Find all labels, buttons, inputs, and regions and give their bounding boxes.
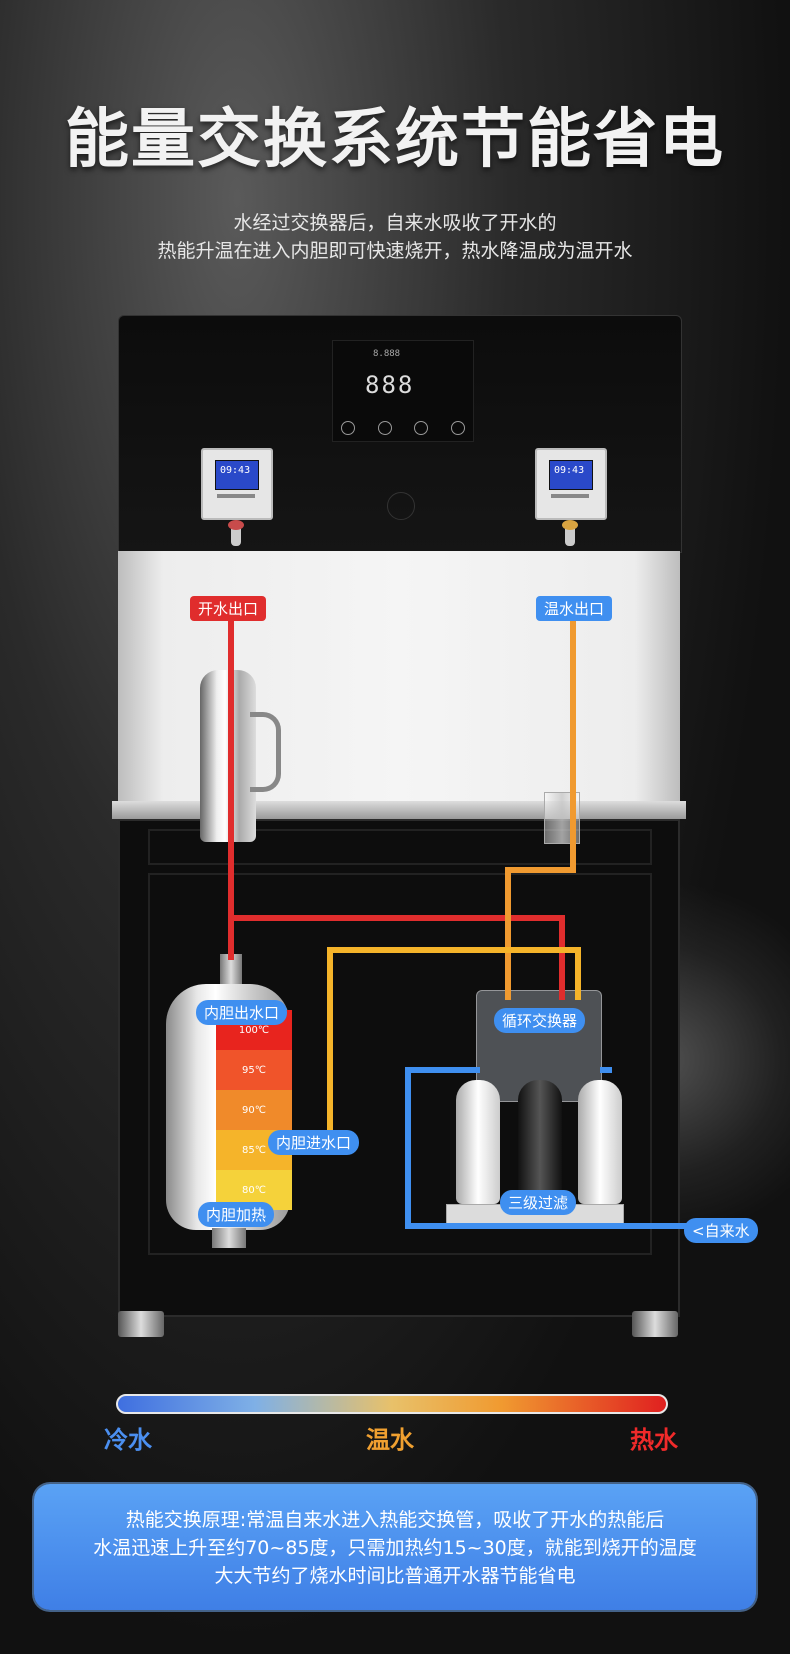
lower-cabinet-top-panel bbox=[148, 829, 652, 865]
thermos-handle bbox=[250, 712, 281, 792]
tank-inlet-label: 内胆进水口 bbox=[268, 1130, 360, 1155]
hot-tap-screen: 09:43 bbox=[215, 460, 259, 490]
warm-water-label: 温水 bbox=[366, 1426, 414, 1454]
hot-pipe bbox=[228, 606, 565, 1000]
filter-3 bbox=[578, 1080, 622, 1204]
hot-outlet-label: 开水出口 bbox=[190, 596, 267, 621]
hot-tap-panel[interactable]: 09:43 bbox=[201, 448, 273, 520]
warm-tap-panel[interactable]: 09:43 bbox=[535, 448, 607, 520]
display-buttons bbox=[341, 421, 465, 435]
brand-logo bbox=[387, 492, 415, 520]
subtitle-line-2: 热能升温在进入内胆即可快速烧开，热水降温成为温开水 bbox=[157, 240, 633, 262]
temp-level-95: 95℃ bbox=[216, 1050, 292, 1090]
panel-button-1[interactable] bbox=[341, 421, 355, 435]
warm-tap-bar bbox=[551, 494, 589, 498]
principle-info-box: 热能交换原理:常温自来水进入热能交换管，吸收了开水的热能后 水温迅速上升至约70… bbox=[34, 1484, 756, 1610]
panel-button-4[interactable] bbox=[450, 421, 465, 435]
main-display: 8.888 888 bbox=[332, 340, 474, 442]
tank-inlet-pipe bbox=[290, 947, 581, 1143]
page-title: 能量交换系统节能省电 bbox=[65, 103, 725, 177]
cold-water-label: 冷水 bbox=[104, 1426, 152, 1454]
cold-pipe bbox=[405, 1067, 690, 1229]
lower-cabinet-inner bbox=[148, 873, 652, 1255]
panel-button-2[interactable] bbox=[377, 421, 392, 435]
tank-heating-label: 内胆加热 bbox=[198, 1202, 275, 1227]
hot-water-label: 热水 bbox=[630, 1426, 678, 1454]
temperature-gradient-bar bbox=[116, 1394, 668, 1414]
tank-top-valve bbox=[220, 954, 242, 988]
warm-pipe bbox=[505, 606, 576, 1000]
warm-nozzle bbox=[562, 520, 578, 546]
tank-bottom-valve bbox=[212, 1228, 246, 1248]
tap-water-label: <自来水 bbox=[684, 1218, 758, 1243]
display-main-readout: 888 bbox=[365, 371, 415, 399]
panel-button-3[interactable] bbox=[414, 421, 429, 435]
warm-tap-time: 09:43 bbox=[554, 465, 585, 476]
water-dispenser: 8.888 888 09:43 09:43 bbox=[112, 315, 686, 1337]
warm-tap-screen: 09:43 bbox=[549, 460, 593, 490]
filter-1 bbox=[456, 1080, 500, 1204]
filter-label: 三级过滤 bbox=[500, 1190, 577, 1215]
right-foot bbox=[632, 1311, 678, 1337]
temp-level-90: 90℃ bbox=[216, 1090, 292, 1130]
control-panel: 8.888 888 09:43 09:43 bbox=[118, 315, 682, 553]
info-line-1: 热能交换原理:常温自来水进入热能交换管，吸收了开水的热能后 bbox=[125, 1509, 665, 1531]
tank-outlet-label: 内胆出水口 bbox=[196, 1000, 288, 1025]
subtitle-line-1: 水经过交换器后，自来水吸收了开水的 bbox=[233, 212, 557, 234]
hot-nozzle bbox=[228, 520, 244, 546]
info-line-3: 大大节约了烧水时间比普通开水器节能省电 bbox=[214, 1565, 576, 1587]
filter-2 bbox=[518, 1080, 562, 1204]
left-foot bbox=[118, 1311, 164, 1337]
warm-outlet-label: 温水出口 bbox=[536, 596, 613, 621]
hot-tap-bar bbox=[217, 494, 255, 498]
display-top-readout: 8.888 bbox=[373, 349, 401, 359]
exchanger-label: 循环交换器 bbox=[494, 1008, 586, 1033]
hot-tap-time: 09:43 bbox=[220, 465, 251, 476]
info-line-2: 水温迅速上升至约70~85度，只需加热约15~30度，就能到烧开的温度 bbox=[93, 1537, 697, 1559]
